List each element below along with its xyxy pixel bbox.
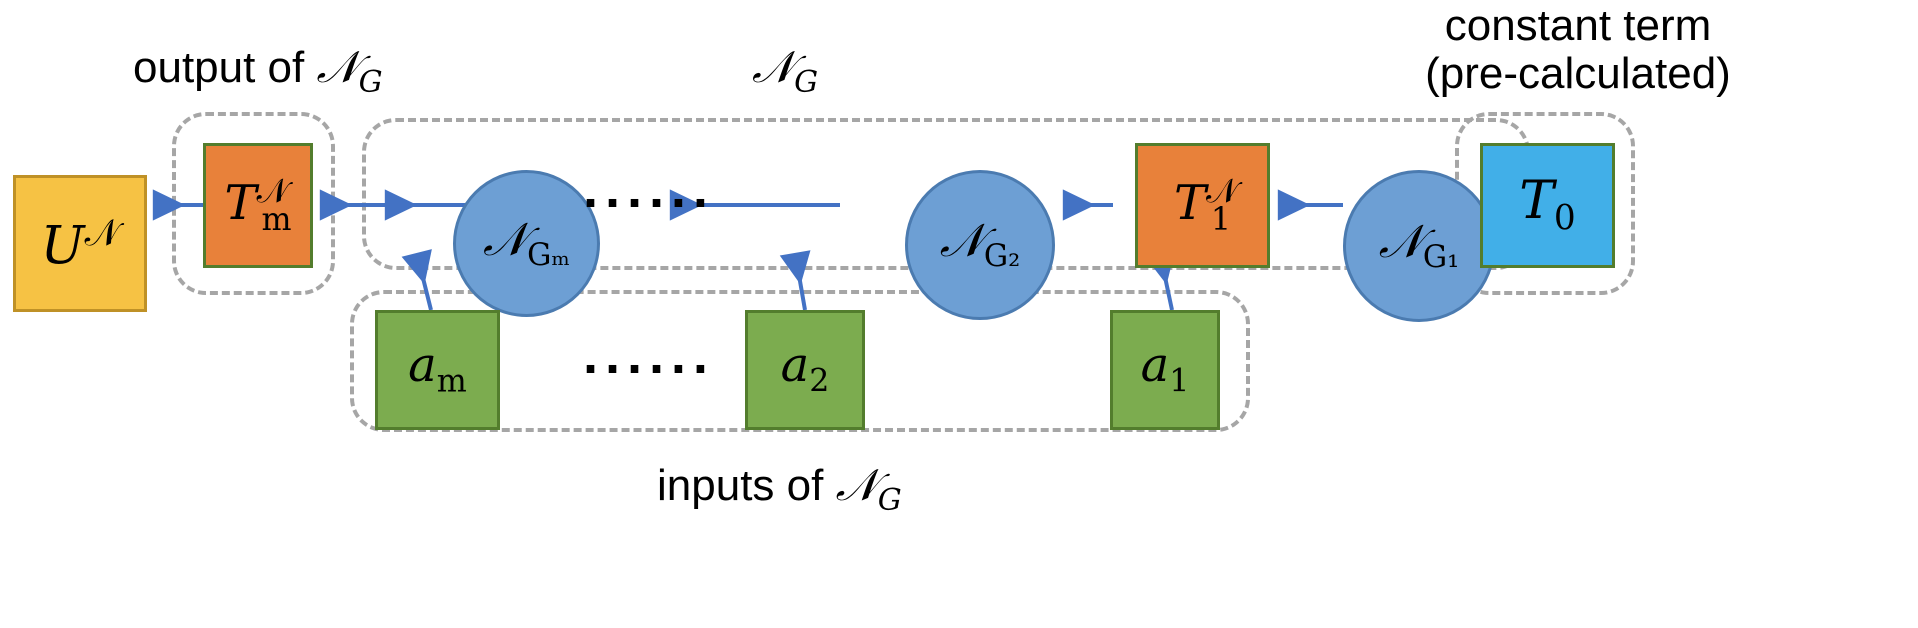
node-u-n[interactable]: U𝒩 [13, 175, 147, 312]
caption-inputs-of-text: inputs of [657, 461, 824, 510]
node-a-m-label: am [408, 337, 467, 400]
node-a-2-label: a2 [780, 337, 830, 400]
caption-ng-symbol: 𝒩 [752, 42, 795, 93]
node-t-0-label: T0 [1519, 171, 1576, 239]
node-a-2[interactable]: a2 [745, 310, 865, 430]
caption-ng-title-subscript: G [794, 64, 819, 100]
node-u-n-label: U𝒩 [40, 210, 120, 277]
chain-ellipsis: ······ [583, 173, 715, 233]
node-ng-2-label: 𝒩G₂ [939, 213, 1021, 275]
caption-inputs-ng-subscript: G [877, 482, 902, 518]
node-t-m[interactable]: T𝒩m [203, 143, 313, 268]
node-t-1[interactable]: T𝒩1 [1135, 143, 1270, 268]
caption-output-of-text: output of [133, 43, 305, 92]
node-a-1[interactable]: a1 [1110, 310, 1220, 430]
node-ng-2[interactable]: 𝒩G₂ [905, 170, 1055, 320]
node-t-1-label: T𝒩1 [1173, 171, 1239, 238]
node-ng-m-label: 𝒩Gₘ [483, 211, 570, 273]
caption-inputs-ng-symbol: 𝒩 [835, 460, 878, 511]
caption-output-ng-symbol: 𝒩 [316, 42, 359, 93]
caption-output-ng-subscript: G [358, 64, 383, 100]
node-t-m-label: T𝒩m [224, 171, 292, 238]
caption-constant-term: constant term (pre-calculated) [1240, 2, 1916, 97]
node-ng-1-label: 𝒩G₁ [1378, 214, 1460, 276]
node-ng-m[interactable]: 𝒩Gₘ [453, 170, 600, 317]
node-a-1-label: a1 [1140, 337, 1190, 400]
node-t-0[interactable]: T0 [1480, 143, 1615, 268]
node-ng-1[interactable]: 𝒩G₁ [1343, 170, 1495, 322]
caption-constant-line1: constant term [1444, 1, 1712, 50]
caption-ng-title: 𝒩G [752, 44, 818, 99]
node-a-m[interactable]: am [375, 310, 500, 430]
caption-constant-line2: (pre-calculated) [1425, 48, 1731, 98]
caption-output-of-ng: output of 𝒩G [133, 44, 383, 99]
caption-inputs-of-ng: inputs of 𝒩G [657, 462, 902, 517]
inputs-ellipsis: ······ [583, 339, 715, 399]
